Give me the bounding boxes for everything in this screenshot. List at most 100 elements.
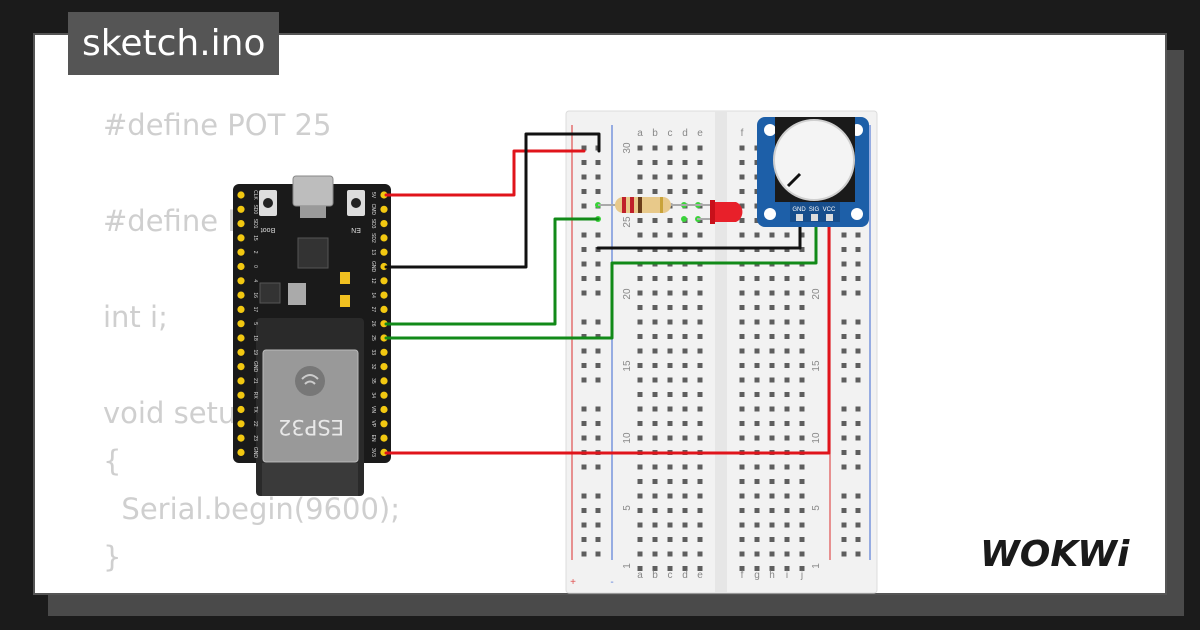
breadboard-hole[interactable] — [581, 522, 587, 528]
breadboard-hole[interactable] — [754, 479, 760, 484]
breadboard-hole[interactable] — [754, 392, 760, 397]
breadboard-hole[interactable] — [739, 334, 745, 339]
breadboard-hole[interactable] — [855, 348, 861, 354]
breadboard-hole[interactable] — [799, 479, 805, 484]
breadboard-hole[interactable] — [595, 261, 601, 267]
breadboard-hole[interactable] — [799, 406, 805, 412]
breadboard-hole[interactable] — [697, 232, 703, 238]
breadboard-hole[interactable] — [667, 522, 673, 528]
breadboard-hole[interactable] — [754, 551, 760, 557]
breadboard-hole[interactable] — [667, 189, 673, 194]
breadboard-hole[interactable] — [841, 522, 847, 528]
breadboard-hole[interactable] — [784, 276, 790, 281]
breadboard-hole[interactable] — [682, 537, 688, 542]
breadboard-hole[interactable] — [637, 305, 643, 310]
breadboard-hole[interactable] — [769, 493, 775, 499]
breadboard-hole[interactable] — [769, 464, 775, 470]
breadboard-hole[interactable] — [667, 377, 673, 383]
breadboard-hole[interactable] — [682, 435, 688, 441]
breadboard-hole[interactable] — [595, 363, 601, 368]
breadboard-hole[interactable] — [855, 276, 861, 281]
breadboard-hole[interactable] — [697, 421, 703, 426]
breadboard-hole[interactable] — [637, 334, 643, 339]
breadboard-hole[interactable] — [697, 435, 703, 441]
breadboard-hole[interactable] — [637, 537, 643, 542]
header-pin[interactable] — [380, 377, 388, 385]
breadboard-hole[interactable] — [769, 334, 775, 339]
breadboard-hole[interactable] — [652, 479, 658, 484]
breadboard-hole[interactable] — [667, 566, 673, 571]
breadboard-hole[interactable] — [682, 145, 688, 151]
header-pin[interactable] — [380, 405, 388, 414]
breadboard-hole[interactable] — [784, 305, 790, 310]
breadboard-hole[interactable] — [799, 305, 805, 310]
breadboard-hole[interactable] — [637, 566, 643, 571]
breadboard-hole[interactable] — [769, 377, 775, 383]
breadboard-hole[interactable] — [667, 319, 673, 325]
breadboard-hole[interactable] — [739, 508, 745, 513]
header-pin[interactable] — [380, 191, 388, 199]
breadboard-hole[interactable] — [739, 145, 745, 151]
breadboard-hole[interactable] — [652, 551, 658, 557]
breadboard-hole[interactable] — [652, 189, 658, 194]
breadboard-hole[interactable] — [667, 232, 673, 238]
breadboard-hole[interactable] — [581, 464, 587, 470]
breadboard-hole[interactable] — [784, 537, 790, 542]
breadboard-hole[interactable] — [595, 537, 601, 542]
breadboard-hole[interactable] — [697, 290, 703, 296]
breadboard-hole[interactable] — [769, 392, 775, 397]
breadboard-hole[interactable] — [739, 174, 745, 180]
breadboard-hole[interactable] — [799, 551, 805, 557]
breadboard-hole[interactable] — [667, 218, 673, 223]
breadboard-hole[interactable] — [855, 435, 861, 441]
breadboard-hole[interactable] — [799, 493, 805, 499]
breadboard-hole[interactable] — [652, 464, 658, 470]
breadboard-hole[interactable] — [581, 189, 587, 194]
breadboard-hole[interactable] — [697, 537, 703, 542]
breadboard-hole[interactable] — [595, 377, 601, 383]
header-pin[interactable] — [237, 248, 245, 256]
breadboard-hole[interactable] — [652, 348, 658, 354]
breadboard-hole[interactable] — [697, 174, 703, 180]
breadboard-hole[interactable] — [667, 508, 673, 513]
breadboard-hole[interactable] — [739, 522, 745, 528]
breadboard-hole[interactable] — [581, 421, 587, 426]
breadboard-hole[interactable] — [667, 551, 673, 557]
breadboard-hole[interactable] — [697, 479, 703, 484]
breadboard-hole[interactable] — [595, 406, 601, 412]
breadboard-hole[interactable] — [754, 421, 760, 426]
breadboard-hole[interactable] — [754, 522, 760, 528]
breadboard-hole[interactable] — [754, 493, 760, 499]
breadboard-hole[interactable] — [667, 537, 673, 542]
breadboard-hole[interactable] — [855, 363, 861, 368]
breadboard-hole[interactable] — [682, 334, 688, 339]
header-pin[interactable] — [237, 305, 245, 313]
breadboard-hole[interactable] — [739, 348, 745, 354]
breadboard-hole[interactable] — [667, 479, 673, 484]
potentiometer[interactable]: GND SIG VCC — [757, 117, 869, 227]
breadboard-hole[interactable] — [652, 160, 658, 165]
header-pin[interactable] — [380, 220, 388, 228]
breadboard-hole[interactable] — [697, 189, 703, 194]
pot-pin[interactable] — [826, 214, 833, 221]
breadboard-hole[interactable] — [667, 348, 673, 354]
breadboard-hole[interactable] — [682, 189, 688, 194]
breadboard-hole[interactable] — [697, 305, 703, 310]
breadboard-hole[interactable] — [784, 479, 790, 484]
breadboard-hole[interactable] — [652, 319, 658, 325]
breadboard-hole[interactable] — [739, 290, 745, 296]
breadboard-hole[interactable] — [652, 566, 658, 571]
breadboard-hole[interactable] — [595, 522, 601, 528]
breadboard-hole[interactable] — [667, 174, 673, 180]
breadboard-hole[interactable] — [637, 189, 643, 194]
breadboard-hole[interactable] — [595, 493, 601, 499]
breadboard-hole[interactable] — [581, 363, 587, 368]
breadboard-hole[interactable] — [581, 276, 587, 281]
breadboard-hole[interactable] — [784, 493, 790, 499]
breadboard-hole[interactable] — [799, 392, 805, 397]
breadboard-hole[interactable] — [682, 566, 688, 571]
breadboard-hole[interactable] — [784, 392, 790, 397]
breadboard-hole[interactable] — [841, 348, 847, 354]
breadboard-hole[interactable] — [667, 464, 673, 470]
header-pin[interactable] — [237, 420, 245, 428]
